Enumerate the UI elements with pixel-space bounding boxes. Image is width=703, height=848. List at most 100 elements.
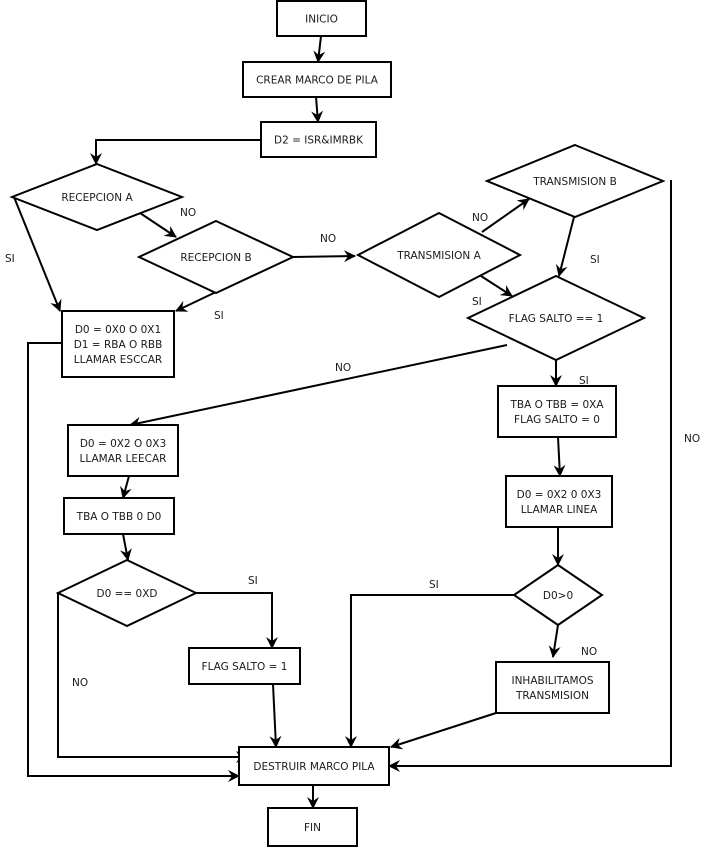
edge-label-si: SI [248, 575, 258, 587]
node-flag-salto-set: FLAG SALTO = 1 [188, 647, 301, 685]
terminal-box [276, 0, 367, 37]
node-label: INICIO [305, 14, 338, 26]
node-label: FLAG SALTO == 1 [509, 313, 604, 325]
edge-tba-xa-to-linea [553, 436, 566, 477]
edge-flag-salto-check-to-leecar [129, 344, 508, 429]
node-label: D0 = 0X2 O 0X3 [80, 438, 166, 450]
node-label: D0 = 0X0 O 0X1 [75, 324, 161, 336]
node-label: D2 = ISR&IMRBK [274, 135, 364, 147]
edge-d0-gt0-to-inhabilitar [548, 624, 561, 658]
node-label: LLAMAR LINEA [521, 504, 598, 516]
edge-label-si: SI [214, 310, 224, 322]
node-label: D0 == 0XD [97, 588, 158, 600]
edge-label-si: SI [429, 579, 439, 591]
edge-d0-gt0-to-destruir-marco [345, 594, 514, 748]
node-label: FLAG SALTO = 0 [514, 414, 600, 426]
edge-label-no: NO [180, 207, 196, 219]
node-inicio: INICIO [276, 0, 367, 37]
edge-label-no: NO [472, 212, 488, 224]
node-label: TRANSMISION B [532, 176, 617, 188]
edge-recepcion-b-to-transmision-a [292, 250, 356, 263]
edge-d0-xd-to-destruir-marco [57, 593, 248, 763]
process-box [497, 385, 617, 438]
node-label: FLAG SALTO = 1 [202, 661, 288, 673]
node-destruir-marco: DESTRUIR MARCO PILA [238, 746, 390, 786]
edge-labels-layer: SI NO SI NO NO SI SI NO NO SI SI NO SI NO [5, 207, 700, 689]
node-d0-gt0: D0>0 [512, 563, 604, 627]
node-transmision-a: TRANSMISION A [355, 211, 523, 299]
node-esccar: D0 = 0X0 O 0X1 D1 = RBA O RBB LLAMAR ESCCA… [61, 310, 175, 378]
process-box [238, 746, 390, 786]
node-label: CREAR MARCO DE PILA [256, 75, 379, 87]
node-recepcion-b: RECEPCION B [136, 219, 296, 295]
decision-diamond [136, 219, 296, 295]
node-label: TBA O TBB = 0XA [509, 399, 604, 411]
process-box [260, 121, 377, 158]
node-label: DESTRUIR MARCO PILA [253, 761, 375, 773]
edge-label-no: NO [72, 677, 88, 689]
node-label: D0>0 [543, 590, 573, 602]
edge-transmision-b-to-flag-salto-check [555, 216, 575, 277]
node-label: TBA O TBB 0 D0 [76, 511, 162, 523]
process-box [495, 661, 610, 714]
edge-flag-salto-set-to-destruir-marco [269, 683, 282, 748]
node-crear-marco: CREAR MARCO DE PILA [242, 61, 392, 98]
decision-diamond [355, 211, 523, 299]
node-label: RECEPCION A [61, 192, 133, 204]
node-label: INHABILITAMOS [511, 675, 593, 687]
edge-label-no: NO [335, 362, 351, 374]
node-flag-salto-check: FLAG SALTO == 1 [465, 274, 647, 362]
node-label: LLAMAR LEECAR [80, 453, 167, 465]
node-tba-d0: TBA O TBB 0 D0 [63, 497, 175, 535]
edge-recepcion-a-to-recepcion-b [139, 212, 177, 238]
node-label: TRANSMISION A [396, 250, 481, 262]
process-box [67, 424, 179, 477]
decision-diamond [9, 162, 185, 232]
process-box [188, 647, 301, 685]
terminal-box [267, 807, 358, 847]
decision-diamond [484, 143, 666, 219]
node-label: FIN [304, 822, 321, 834]
edge-inhabilitar-to-destruir-marco [390, 712, 497, 750]
node-label: LLAMAR ESCCAR [74, 354, 162, 366]
node-d0-xd: D0 == 0XD [55, 558, 199, 628]
node-label: RECEPCION B [180, 252, 251, 264]
edge-label-no: NO [581, 646, 597, 658]
edge-leecar-to-tba-d0 [120, 475, 132, 499]
decision-diamond [465, 274, 647, 362]
edge-label-si: SI [590, 254, 600, 266]
edges-layer [13, 35, 672, 809]
edge-d2-isr-to-recepcion-a [90, 139, 261, 165]
edge-label-no: NO [320, 233, 336, 245]
edge-d0-xd-to-flag-salto-set [196, 592, 278, 649]
edge-label-no: NO [684, 433, 700, 445]
edge-recepcion-b-to-esccar [175, 291, 217, 312]
node-label: D1 = RBA O RBB [74, 339, 163, 351]
nodes-layer: INICIO CREAR MARCO DE PILA D2 = ISR&IMRBK R… [9, 0, 666, 847]
edge-label-si: SI [472, 296, 482, 308]
node-d2-isr: D2 = ISR&IMRBK [260, 121, 377, 158]
node-label: D0 = 0X2 0 0X3 [517, 489, 602, 501]
edge-esccar-to-destruir-marco [27, 342, 240, 782]
node-tba-xa: TBA O TBB = 0XA FLAG SALTO = 0 [497, 385, 617, 438]
edge-transmision-b-to-destruir-marco [388, 180, 672, 772]
edge-inicio-to-crear-marco [313, 35, 326, 63]
node-transmision-b: TRANSMISION B [484, 143, 666, 219]
edge-tba-d0-to-d0-xd [120, 533, 132, 561]
process-box [63, 497, 175, 535]
node-fin: FIN [267, 807, 358, 847]
edge-label-si: SI [579, 375, 589, 387]
edge-transmision-a-to-transmision-b [481, 198, 530, 233]
process-box [242, 61, 392, 98]
edge-recepcion-a-to-esccar [13, 196, 62, 312]
decision-diamond [55, 558, 199, 628]
edge-label-si: SI [5, 253, 15, 265]
edge-transmision-a-to-flag-salto-check [480, 275, 513, 297]
node-label: TRANSMISION [515, 690, 589, 702]
node-inhabilitar: INHABILITAMOS TRANSMISION [495, 661, 610, 714]
process-box [505, 475, 613, 528]
edge-crear-marco-to-d2-isr [311, 96, 324, 123]
